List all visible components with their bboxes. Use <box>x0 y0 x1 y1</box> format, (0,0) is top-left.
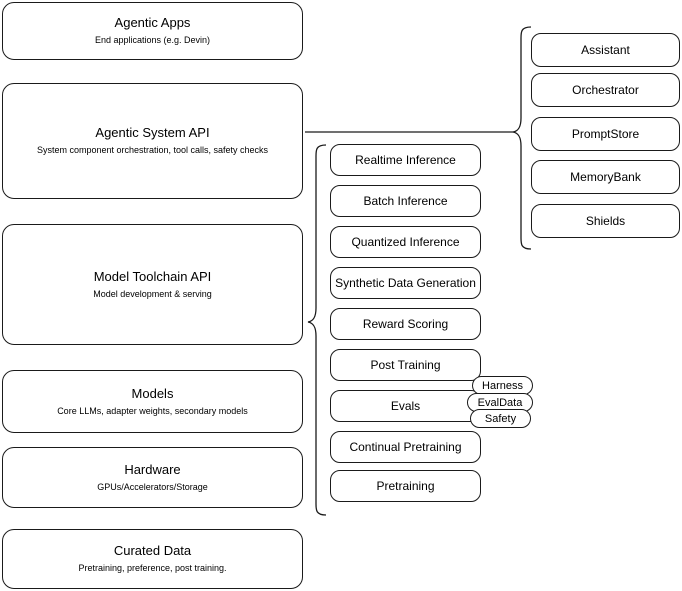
layer-subtitle: Core LLMs, adapter weights, secondary mo… <box>57 405 248 416</box>
pill-label: EvalData <box>477 396 523 409</box>
layer-hardware[interactable]: Hardware GPUs/Accelerators/Storage <box>2 447 303 508</box>
chip-label: Reward Scoring <box>362 317 449 331</box>
chip-label: Continual Pretraining <box>349 440 462 454</box>
toolchain-item-batch-inference[interactable]: Batch Inference <box>330 185 481 217</box>
layer-subtitle: Pretraining, preference, post training. <box>78 563 227 573</box>
chip-label: Synthetic Data Generation <box>335 276 476 290</box>
layer-title: Agentic Apps <box>114 15 191 30</box>
chip-label: Shields <box>585 214 626 228</box>
chip-label: PromptStore <box>571 127 640 141</box>
toolchain-item-post-training[interactable]: Post Training <box>330 349 481 381</box>
chip-label: Realtime Inference <box>355 153 456 167</box>
chip-label: Orchestrator <box>572 83 639 97</box>
toolchain-item-quantized-inference[interactable]: Quantized Inference <box>330 226 481 258</box>
chip-label: Pretraining <box>376 479 435 493</box>
pill-label: Harness <box>482 379 523 392</box>
chip-label: MemoryBank <box>570 170 641 184</box>
system-item-promptstore[interactable]: PromptStore <box>531 117 680 151</box>
chip-label: Post Training <box>370 358 441 372</box>
layer-models[interactable]: Models Core LLMs, adapter weights, secon… <box>2 370 303 433</box>
toolchain-item-realtime-inference[interactable]: Realtime Inference <box>330 144 481 176</box>
toolchain-item-continual-pretraining[interactable]: Continual Pretraining <box>330 431 481 463</box>
system-item-memorybank[interactable]: MemoryBank <box>531 160 680 194</box>
layer-subtitle: End applications (e.g. Devin) <box>94 35 211 45</box>
toolchain-item-synthetic-data-generation[interactable]: Synthetic Data Generation <box>330 267 481 299</box>
layer-agentic-apps[interactable]: Agentic Apps End applications (e.g. Devi… <box>2 2 303 60</box>
layer-curated-data[interactable]: Curated Data Pretraining, preference, po… <box>2 529 303 589</box>
layer-title: Curated Data <box>113 543 192 558</box>
system-item-assistant[interactable]: Assistant <box>531 33 680 67</box>
layer-model-toolchain-api[interactable]: Model Toolchain API Model development & … <box>2 224 303 345</box>
layer-subtitle: System component orchestration, tool cal… <box>36 145 269 155</box>
chip-label: Evals <box>390 399 421 413</box>
chip-label: Batch Inference <box>363 194 448 208</box>
toolchain-item-evals[interactable]: Evals <box>330 390 481 422</box>
layer-title: Models <box>131 385 174 401</box>
chip-label: Assistant <box>581 43 630 57</box>
layer-subtitle: Model development & serving <box>93 288 212 299</box>
toolchain-item-pretraining[interactable]: Pretraining <box>330 470 481 502</box>
system-item-orchestrator[interactable]: Orchestrator <box>531 73 680 107</box>
toolchain-item-reward-scoring[interactable]: Reward Scoring <box>330 308 481 340</box>
pill-label: Safety <box>484 412 517 425</box>
layer-subtitle: GPUs/Accelerators/Storage <box>97 481 208 492</box>
layer-agentic-system-api[interactable]: Agentic System API System component orch… <box>2 83 303 199</box>
system-components-brace <box>512 26 532 250</box>
evals-badge-safety[interactable]: Safety <box>470 409 531 428</box>
toolchain-components-brace <box>307 144 327 516</box>
system-item-shields[interactable]: Shields <box>531 204 680 238</box>
chip-label: Quantized Inference <box>351 235 460 249</box>
layer-title: Agentic System API <box>95 125 210 140</box>
layer-title: Hardware <box>124 461 181 477</box>
layer-title: Model Toolchain API <box>93 268 212 284</box>
